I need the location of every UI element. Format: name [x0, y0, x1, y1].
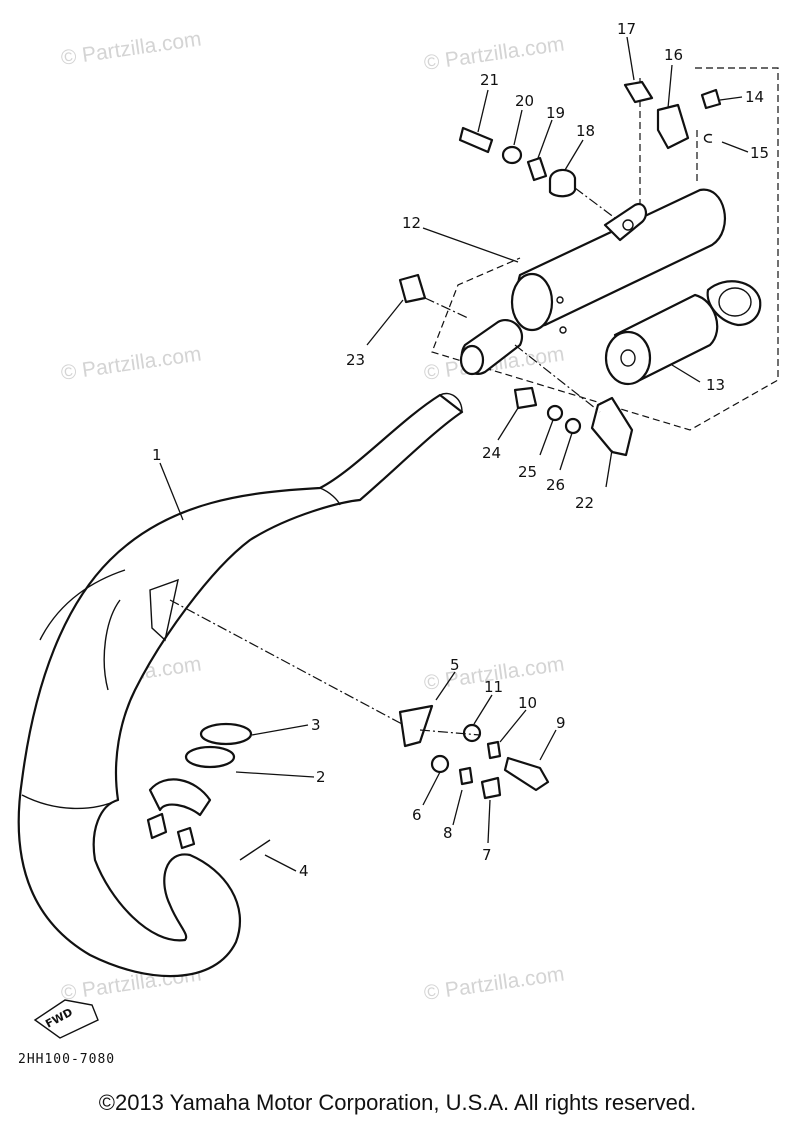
leader-line [264, 854, 297, 872]
callout-20: 20 [515, 92, 534, 110]
leader-line [671, 364, 701, 383]
leader-line [251, 724, 309, 736]
leader-line [605, 449, 613, 488]
leader-line [473, 694, 493, 725]
callout-2: 2 [316, 768, 326, 786]
callout-18: 18 [576, 122, 595, 140]
callout-14: 14 [745, 88, 764, 106]
spring-washer-10 [486, 740, 502, 760]
bracket-5 [398, 704, 434, 748]
assembly-line [424, 297, 469, 319]
leader-line [539, 729, 557, 761]
bolt-7 [480, 776, 502, 800]
bolt-24 [513, 386, 538, 410]
callout-5: 5 [450, 656, 460, 674]
callout-3: 3 [311, 716, 321, 734]
nut-23 [398, 273, 427, 304]
callout-1: 1 [152, 446, 162, 464]
bracket-16 [656, 103, 690, 150]
flange-pipe [148, 778, 212, 817]
leader-line [487, 799, 491, 844]
leader-line [452, 789, 463, 826]
callout-9: 9 [556, 714, 566, 732]
silencer-packing [604, 280, 762, 386]
assembly-line [514, 344, 601, 413]
bracket-22 [590, 396, 634, 457]
grommet [548, 168, 577, 198]
leader-line [235, 771, 315, 778]
callout-17: 17 [617, 20, 636, 38]
callout-21: 21 [480, 71, 499, 89]
leader-line [499, 709, 527, 743]
leader-line [435, 671, 456, 701]
callout-10: 10 [518, 694, 537, 712]
spring-washer-8 [458, 766, 474, 786]
washer-25 [546, 404, 564, 422]
callout-23: 23 [346, 351, 365, 369]
watermark-text: © Partzilla.com [59, 27, 202, 69]
leader-line [721, 141, 749, 153]
diagram-reference-code: 2HH100-7080 [18, 1052, 116, 1067]
assembly-line [169, 599, 403, 725]
callout-11: 11 [484, 678, 503, 696]
callout-8: 8 [443, 824, 453, 842]
leader-line [667, 64, 673, 109]
watermark-text: © Partzilla.com [422, 32, 565, 74]
bolt-9 [503, 756, 550, 792]
washer-6 [430, 754, 450, 774]
callout-15: 15 [750, 144, 769, 162]
callout-25: 25 [518, 463, 537, 481]
collar [526, 156, 548, 182]
leader-line [422, 771, 441, 806]
washer [501, 145, 523, 165]
copyright-notice: ©2013 Yamaha Motor Corporation, U.S.A. A… [98, 1090, 697, 1115]
bolt-14 [700, 88, 722, 110]
callout-7: 7 [482, 846, 492, 864]
clamp [176, 826, 196, 850]
leader-line [539, 419, 554, 456]
spring-4 [239, 839, 271, 861]
leader-line [564, 139, 584, 171]
leader-line [159, 462, 184, 521]
muffler-assembly-outline [431, 67, 779, 431]
bolt-17 [623, 80, 654, 104]
washer-11 [462, 723, 482, 743]
callout-6: 6 [412, 806, 422, 824]
leader-line [719, 96, 743, 101]
stud-bolt [458, 126, 494, 154]
assembly-line [419, 729, 481, 736]
fwd-arrow-icon [33, 999, 99, 1039]
callout-26: 26 [546, 476, 565, 494]
muffler [459, 188, 727, 376]
callout-22: 22 [575, 494, 594, 512]
callout-13: 13 [706, 376, 725, 394]
callout-16: 16 [664, 46, 683, 64]
leader-line [477, 89, 489, 133]
callout-12: 12 [402, 214, 421, 232]
watermark-text: © Partzilla.com [59, 342, 202, 384]
gasket-2 [184, 745, 236, 769]
washer-26 [564, 417, 582, 435]
leader-line [366, 299, 404, 346]
leader-line [559, 432, 573, 471]
leader-line [422, 227, 519, 263]
leader-line [497, 407, 519, 441]
leader-line [537, 119, 553, 159]
leader-line [626, 36, 635, 81]
callout-labels: 1 2 3 4 5 6 7 8 9 10 11 12 13 14 15 16 1… [152, 20, 769, 880]
expansion-chamber-pipe [17, 392, 464, 978]
assembly-line [574, 187, 616, 219]
o-ring-3 [199, 722, 253, 746]
callout-24: 24 [482, 444, 501, 462]
spring-washer-15 [703, 133, 713, 143]
callout-19: 19 [546, 104, 565, 122]
callout-4: 4 [299, 862, 309, 880]
clamp [146, 812, 168, 840]
leader-line [513, 109, 523, 146]
watermark-text: © Partzilla.com [422, 962, 565, 1004]
fwd-label: FWD [43, 1006, 75, 1031]
